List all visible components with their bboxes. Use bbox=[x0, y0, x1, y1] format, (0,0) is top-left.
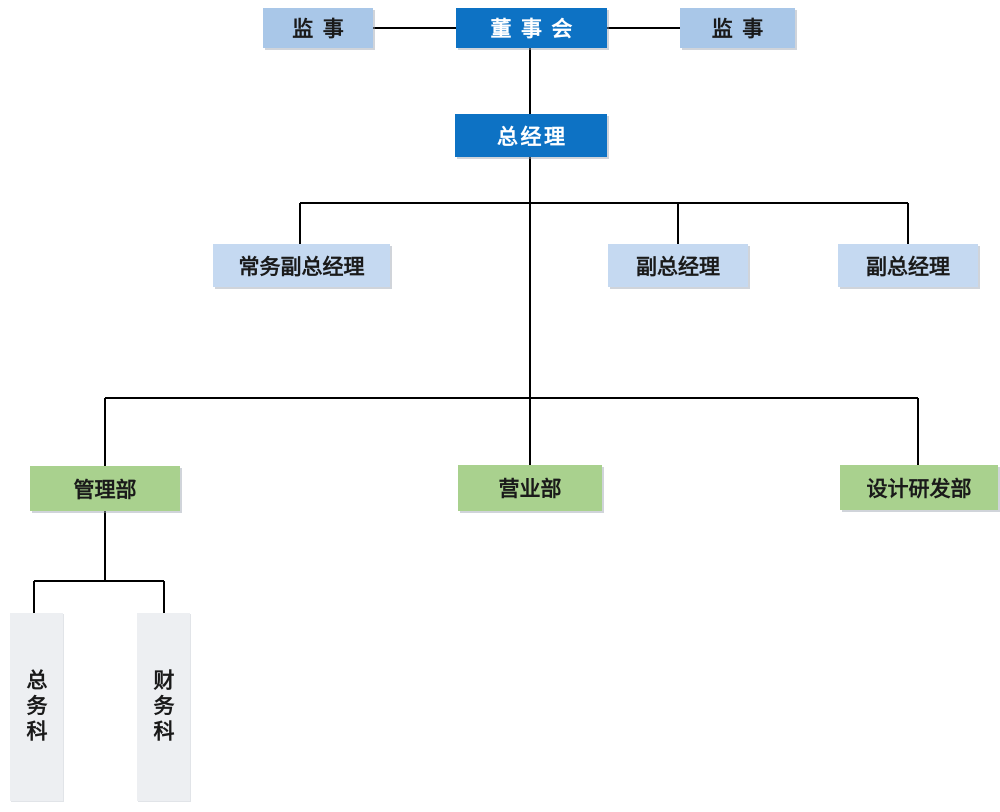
node-exec-deputy-gm: 常务副总经理 bbox=[213, 244, 390, 287]
node-finance-section: 财务科 bbox=[137, 613, 190, 801]
node-management-dept-label: 管理部 bbox=[73, 476, 137, 502]
node-supervisor-left-label: 监事 bbox=[292, 16, 354, 41]
node-board: 董事会 bbox=[456, 8, 607, 48]
node-supervisor-right-label: 监事 bbox=[711, 16, 773, 41]
node-deputy-gm-2-label: 副总经理 bbox=[866, 253, 950, 279]
node-supervisor-left: 监事 bbox=[263, 8, 373, 48]
connector-paths bbox=[33, 27, 919, 613]
node-exec-deputy-gm-label: 常务副总经理 bbox=[238, 253, 365, 279]
node-sales-dept: 营业部 bbox=[458, 465, 602, 511]
node-deputy-gm-2: 副总经理 bbox=[838, 244, 978, 287]
node-general-manager-label: 总经理 bbox=[496, 123, 568, 149]
node-design-rd-dept-label: 设计研发部 bbox=[866, 475, 972, 501]
node-deputy-gm-1: 副总经理 bbox=[608, 244, 748, 287]
node-supervisor-right: 监事 bbox=[680, 8, 795, 48]
node-general-affairs-section: 总务科 bbox=[10, 613, 63, 801]
node-board-label: 董事会 bbox=[490, 16, 582, 41]
node-general-affairs-section-label: 总务科 bbox=[24, 668, 49, 746]
node-deputy-gm-1-label: 副总经理 bbox=[636, 253, 720, 279]
node-general-manager: 总经理 bbox=[455, 114, 607, 157]
node-management-dept: 管理部 bbox=[30, 466, 180, 511]
node-design-rd-dept: 设计研发部 bbox=[840, 465, 998, 510]
node-finance-section-label: 财务科 bbox=[151, 668, 176, 746]
node-sales-dept-label: 营业部 bbox=[498, 476, 562, 501]
